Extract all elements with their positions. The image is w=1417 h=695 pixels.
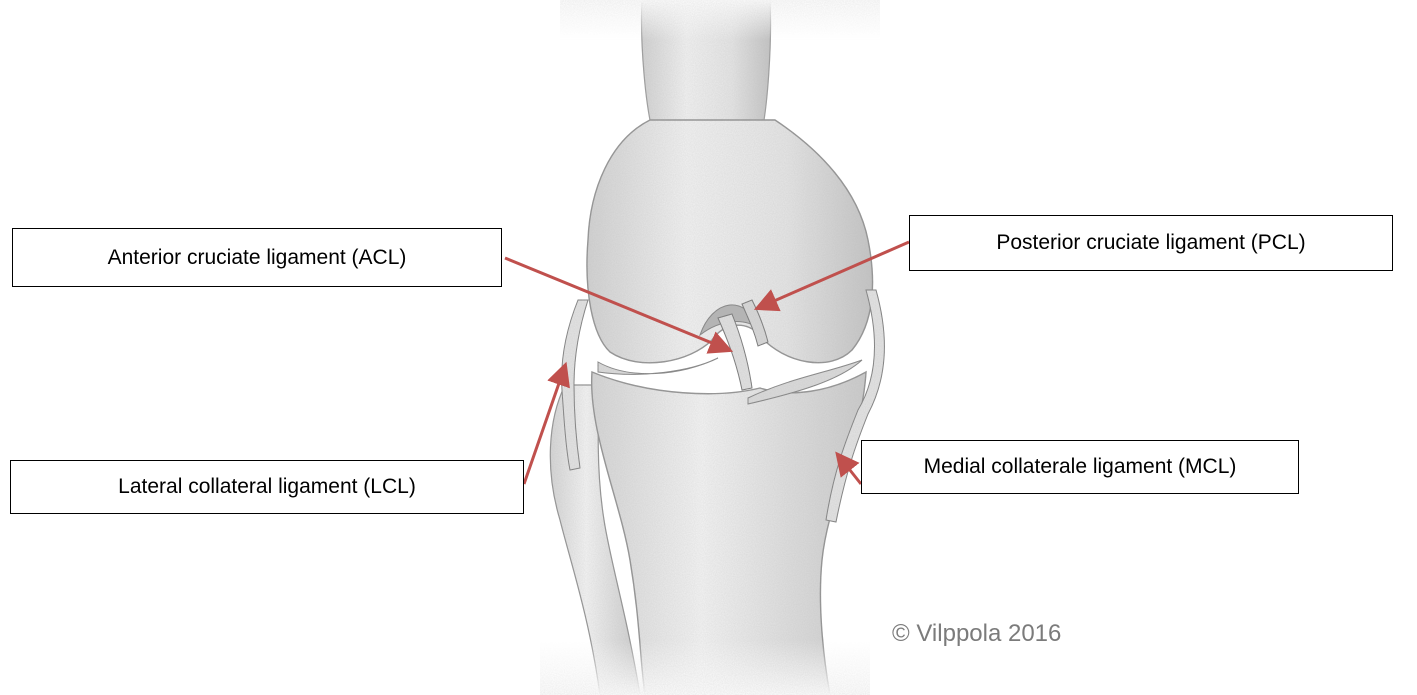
lcl-label: Lateral collateral ligament (LCL) [118, 475, 416, 499]
acl-label: Anterior cruciate ligament (ACL) [108, 246, 407, 270]
mcl-label: Medial collaterale ligament (MCL) [924, 455, 1237, 479]
lcl-label-box: Lateral collateral ligament (LCL) [10, 460, 524, 514]
knee-joint-illustration [540, 0, 884, 695]
pcl-label: Posterior cruciate ligament (PCL) [996, 231, 1305, 255]
mcl-label-box: Medial collaterale ligament (MCL) [861, 440, 1299, 494]
copyright-notice: © Vilppola 2016 [892, 620, 1061, 648]
pcl-label-box: Posterior cruciate ligament (PCL) [909, 215, 1393, 271]
acl-label-box: Anterior cruciate ligament (ACL) [12, 228, 502, 287]
